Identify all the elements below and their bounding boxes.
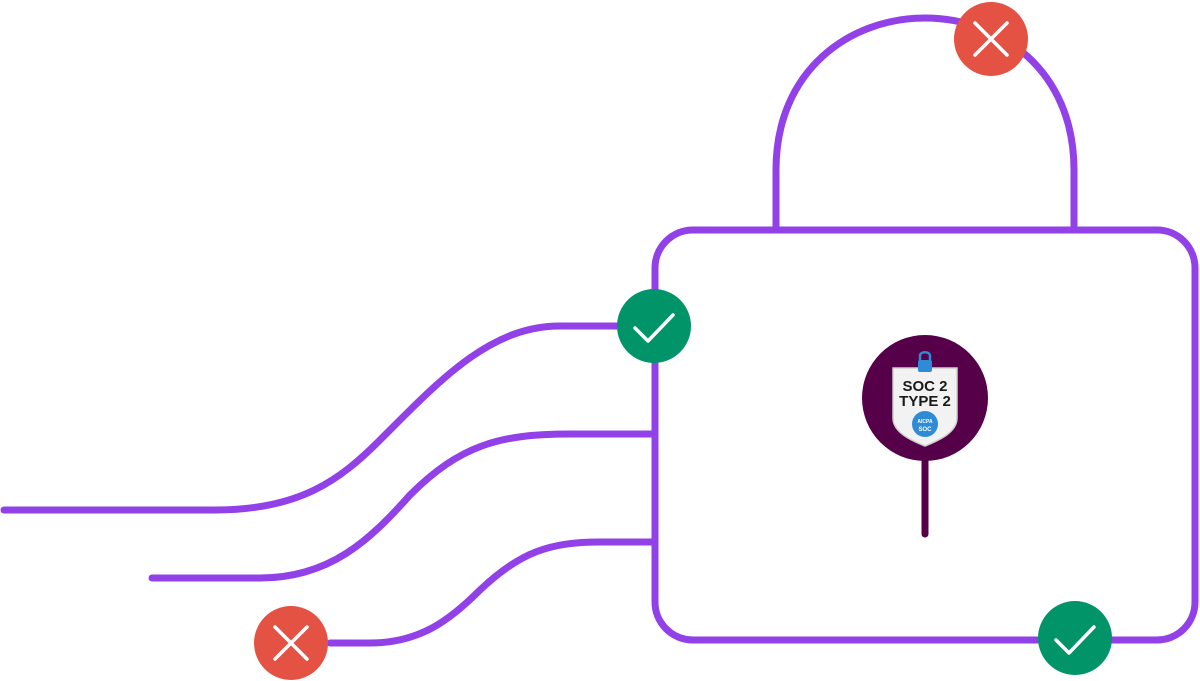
badge-line2: TYPE 2	[899, 393, 951, 410]
wire-top	[0, 322, 659, 514]
lock-shackle	[772, 14, 1078, 229]
badge-lock-icon	[918, 360, 932, 372]
badge-line1: SOC 2	[902, 378, 947, 395]
marker-body-left-top	[617, 289, 691, 363]
wire-middle	[148, 430, 659, 582]
success-marker	[617, 289, 691, 363]
close-icon	[273, 625, 309, 661]
check-icon	[633, 313, 675, 343]
success-marker	[1038, 601, 1112, 675]
close-icon	[973, 21, 1009, 57]
badge-shield	[892, 367, 958, 447]
marker-wire-bottom-end	[254, 606, 328, 680]
wire-bottom	[326, 538, 659, 647]
marker-shackle-top	[954, 2, 1028, 76]
lock-body	[651, 226, 1199, 644]
badge-seal-bottom: SOC	[918, 427, 932, 433]
badge-lock-shackle	[918, 351, 932, 361]
badge-seal-top: AICPA	[917, 419, 933, 425]
check-icon	[1054, 625, 1096, 655]
badge-seal	[912, 411, 938, 437]
keyhole: SOC 2 TYPE 2 AICPA SOC	[862, 335, 988, 538]
marker-body-bottom-right	[1038, 601, 1112, 675]
wires	[0, 322, 659, 647]
soc2-badge: SOC 2 TYPE 2 AICPA SOC	[892, 351, 958, 447]
